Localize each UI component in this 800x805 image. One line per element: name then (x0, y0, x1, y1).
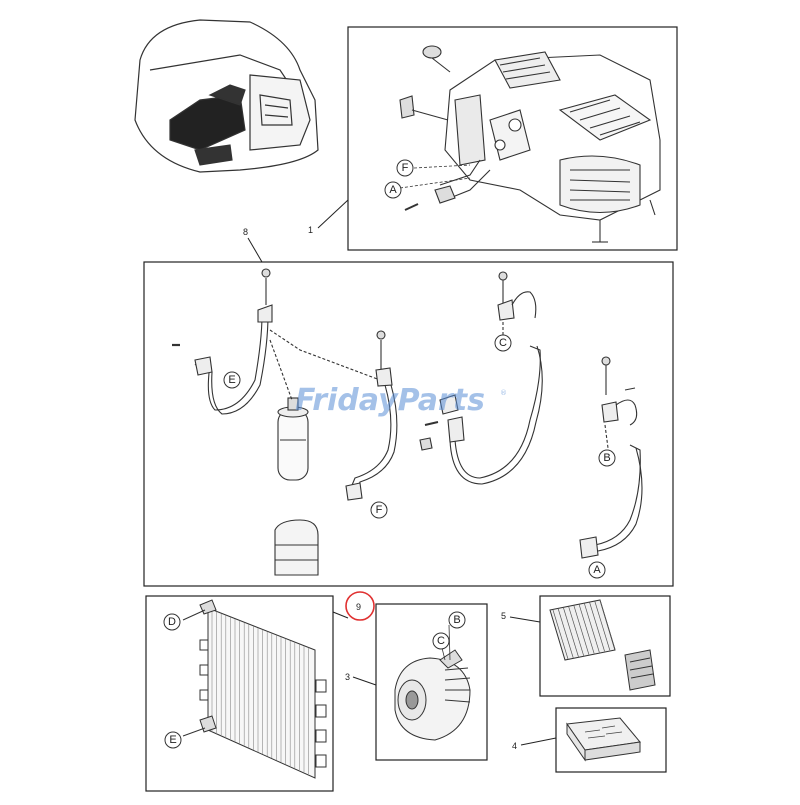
leader-line-9 (332, 611, 349, 619)
svg-text:E: E (228, 374, 235, 386)
connector-F-mid: F (370, 501, 388, 519)
hvac-unit-frame (347, 26, 678, 251)
compressor-frame (375, 603, 488, 761)
connector-E-mid: E (223, 371, 241, 389)
connector-B-comp: B (448, 611, 466, 629)
hvac-unit-icon (399, 45, 661, 243)
hose-set-frame (143, 261, 674, 587)
cabin-filter-icon (549, 599, 656, 691)
filter-pleat (599, 599, 616, 650)
filter-pleat (557, 608, 574, 658)
connector-C-comp: C (432, 632, 450, 650)
filter-pleat (583, 603, 600, 653)
connector-E-cond: E (164, 731, 182, 749)
condenser-icon (182, 599, 327, 779)
svg-text:B: B (603, 452, 610, 464)
svg-text:FridayParts: FridayParts (295, 383, 485, 418)
brand-watermark: FridayParts ® (295, 383, 507, 418)
connector-A-top: A (384, 181, 402, 199)
svg-text:F: F (376, 504, 383, 516)
callout-5: 5 (501, 611, 506, 621)
hose-assembly (172, 268, 643, 576)
connector-B-mid: B (598, 449, 616, 467)
leader-line-5 (509, 616, 541, 623)
svg-text:C: C (499, 337, 507, 349)
leader-F-top (413, 164, 471, 169)
filter-pleat (578, 604, 595, 654)
controller-frame (555, 707, 667, 773)
leader-line-4 (520, 737, 557, 746)
leader-A-top (399, 177, 471, 189)
callout-8: 8 (243, 227, 248, 237)
filter-pleat (589, 602, 605, 652)
svg-text:A: A (389, 184, 397, 196)
svg-text:®: ® (500, 389, 507, 397)
svg-text:F: F (402, 162, 409, 174)
callout-4: 4 (512, 741, 517, 751)
svg-text:B: B (453, 614, 460, 626)
connector-F-top: F (396, 159, 414, 177)
excavator-cab-icon (134, 19, 319, 173)
callout-9-highlight: 9 (345, 591, 375, 621)
condenser-frame (145, 595, 334, 792)
leader-line-1 (317, 199, 349, 229)
connector-D-cond: D (163, 613, 181, 631)
connector-A-mid: A (588, 561, 606, 579)
leader-line-8 (247, 237, 263, 263)
connector-C-mid: C (494, 334, 512, 352)
controller-icon (566, 717, 641, 762)
filter-frame (539, 595, 671, 697)
callout-3: 3 (345, 672, 350, 682)
compressor-icon (394, 649, 471, 741)
filter-pleat (563, 607, 579, 657)
filter-pleat (594, 601, 611, 651)
callout-9: 9 (356, 602, 361, 612)
callout-1: 1 (308, 225, 313, 235)
filter-pleat (552, 609, 569, 660)
filter-pleat (568, 606, 585, 656)
svg-text:D: D (168, 616, 176, 628)
svg-text:C: C (437, 635, 445, 647)
filter-pleat (573, 605, 590, 655)
leader-line-3 (352, 676, 377, 686)
svg-text:A: A (593, 564, 601, 576)
svg-text:E: E (169, 734, 176, 746)
leader-B-comp (448, 624, 451, 661)
